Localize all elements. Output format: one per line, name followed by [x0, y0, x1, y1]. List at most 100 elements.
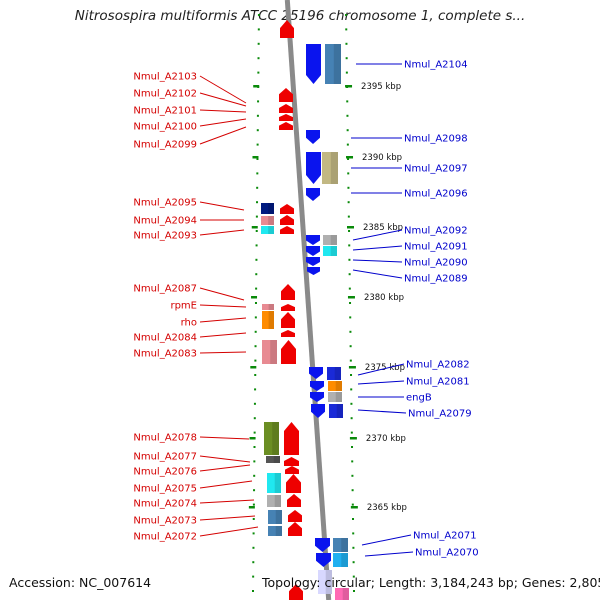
tick-dot: [255, 273, 258, 276]
kbp-tick-left: [248, 506, 255, 509]
gene-arrow-plus: [281, 312, 295, 328]
tick-dot: [349, 345, 352, 348]
tick-dot: [257, 42, 260, 45]
gene-block-shade: [275, 510, 282, 524]
tick-dot: [254, 302, 257, 304]
gene-label-right: Nmul_A2096: [404, 189, 468, 200]
gene-label-right: Nmul_A2104: [404, 60, 468, 71]
gene-arrow-plus: [280, 20, 294, 38]
label-leader: [357, 363, 405, 376]
gene-block: [261, 226, 274, 234]
tick-dot: [348, 287, 351, 290]
topology-text: Topology: circular; Length: 3,184,243 bp…: [262, 575, 600, 590]
gene-block: [267, 473, 281, 493]
tick-dot: [255, 230, 258, 232]
tick-dot: [346, 129, 349, 132]
gene-block: [262, 340, 277, 364]
tick-dot: [348, 273, 351, 276]
gene-label-right: Nmul_A2097: [404, 164, 468, 175]
tick-dot: [351, 446, 354, 448]
tick-dot: [347, 172, 350, 175]
gene-arrow-minus: [309, 367, 323, 379]
gene-label-left: Nmul_A2102: [133, 89, 197, 100]
kbp-tick: [350, 506, 358, 509]
gene-block: [328, 381, 342, 391]
gene-label-right: Nmul_A2092: [404, 226, 468, 237]
kbp-tick-left: [253, 85, 260, 88]
gene-label-left: Nmul_A2078: [133, 433, 197, 444]
label-leader: [199, 304, 247, 308]
gene-arrow-plus: [281, 330, 295, 337]
label-leader: [199, 287, 245, 301]
tick-dot: [257, 71, 260, 74]
gene-arrow-minus: [316, 553, 331, 567]
gene-block: [329, 404, 343, 418]
tick-dot: [253, 431, 256, 434]
gene-block-shade: [325, 570, 332, 594]
label-leader: [199, 201, 245, 211]
tick-dot: [254, 374, 257, 376]
label-leader: [199, 436, 250, 440]
gene-arrow-plus: [281, 284, 295, 300]
kbp-tick-left: [249, 437, 256, 440]
tick-dot: [252, 590, 254, 592]
gene-label-left: Nmul_A2084: [133, 333, 197, 344]
tick-dot: [349, 316, 352, 319]
label-leader: [199, 109, 247, 113]
tick-dot: [347, 201, 350, 204]
label-leader: [199, 351, 247, 354]
gene-label-left: Nmul_A2095: [133, 198, 197, 209]
tick-dot: [352, 575, 355, 578]
tick-dot: [252, 503, 255, 506]
tick-dot: [349, 330, 352, 333]
tick-dot: [352, 518, 355, 520]
tick-dot: [350, 417, 353, 420]
label-leader: [199, 499, 255, 504]
tick-dot: [349, 302, 352, 304]
gene-block-shade: [336, 404, 343, 418]
gene-block: [325, 44, 341, 84]
gene-label-left: Nmul_A2073: [133, 516, 197, 527]
label-leader: [357, 380, 405, 385]
kbp-tick: [346, 226, 354, 229]
label-leader: [199, 464, 251, 472]
tick-dot: [256, 158, 259, 160]
tick-dot: [257, 28, 260, 31]
gene-block-shade: [268, 311, 274, 329]
gene-arrow-plus: [288, 522, 302, 536]
gene-arrow-plus: [279, 122, 293, 130]
tick-dot: [347, 158, 350, 160]
label-leader: [199, 92, 247, 107]
gene-label-left: Nmul_A2075: [133, 484, 197, 495]
gene-block: [328, 392, 342, 402]
tick-dot: [256, 186, 259, 189]
gene-block: [335, 588, 349, 600]
gene-block: [262, 311, 274, 329]
tick-dot: [351, 503, 354, 506]
label-leader: [199, 526, 259, 537]
gene-block: [267, 495, 281, 507]
gene-label-left: Nmul_A2101: [133, 106, 197, 117]
gene-block-shade: [341, 538, 348, 552]
kbp-tick: [345, 85, 353, 88]
tick-dot: [256, 172, 259, 175]
tick-dot: [346, 100, 349, 103]
tick-dot: [347, 215, 350, 218]
gene-arrow-minus: [315, 538, 330, 552]
tick-dot: [253, 460, 256, 463]
kbp-label: 2390 kbp: [362, 153, 402, 163]
tick-dot: [350, 402, 353, 405]
gene-block-shade: [330, 235, 337, 245]
tick-dot: [256, 143, 259, 146]
gene-arrow-plus: [284, 457, 299, 466]
gene-block-shade: [268, 304, 274, 310]
gene-block: [318, 570, 332, 594]
gene-block-shade: [270, 340, 277, 364]
tick-dot: [348, 258, 351, 261]
gene-label-left: Nmul_A2083: [133, 349, 197, 360]
tick-dot: [352, 532, 355, 535]
gene-arrow-minus: [306, 152, 321, 184]
label-leader: [352, 229, 403, 241]
tick-dot: [348, 244, 351, 247]
